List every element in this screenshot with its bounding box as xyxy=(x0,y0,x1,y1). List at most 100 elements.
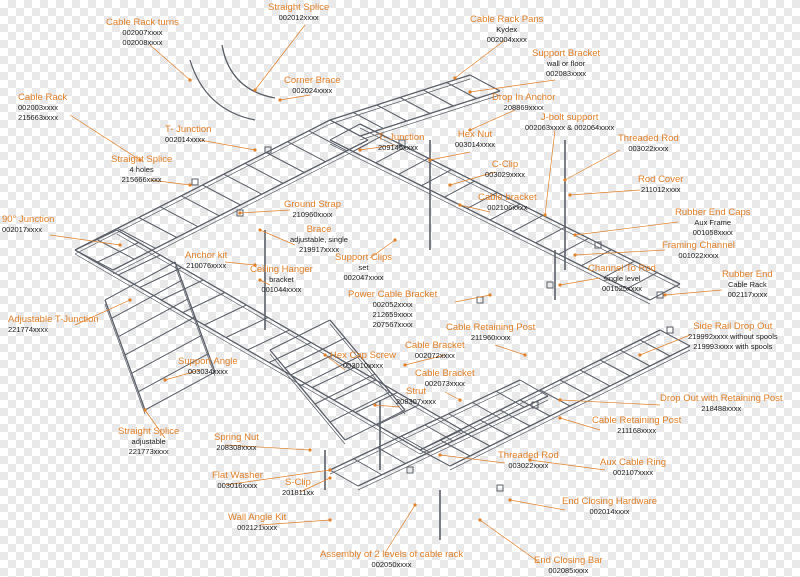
leader-line xyxy=(224,261,256,266)
leader-line xyxy=(324,354,346,371)
rack-lower-right-rung xyxy=(619,349,651,367)
leader-dot xyxy=(563,178,567,182)
leader-line xyxy=(149,44,191,81)
rack-drop-left-rail-b-edge xyxy=(174,265,216,377)
rack-right-run-rung xyxy=(329,123,361,141)
rack-upper-left-rung xyxy=(223,173,262,195)
leader-line xyxy=(559,277,601,286)
rack-drop-left-rung xyxy=(131,334,202,374)
rack-lower-left-rung xyxy=(139,267,182,288)
rack-lower-left-rung xyxy=(74,229,118,251)
rack-lower-right-rung xyxy=(479,419,511,437)
rack-drop-center-rail-a xyxy=(269,349,346,441)
leader-line xyxy=(454,39,506,79)
rack-right-run-rung xyxy=(604,260,635,278)
rack-second-level-rung xyxy=(424,424,454,442)
rack-second-level-rail-a-edge xyxy=(329,383,521,475)
rack-drop-left-rung xyxy=(144,371,216,411)
rack-upper-left-rung xyxy=(117,227,156,249)
leader-line xyxy=(224,469,331,486)
leader-line xyxy=(444,391,461,401)
leader-line xyxy=(429,151,471,161)
leader-line xyxy=(164,369,201,381)
leader-dot xyxy=(508,498,512,502)
leader-dot xyxy=(403,363,407,367)
rack-right-run-rung xyxy=(489,203,521,221)
rack-lower-left-rung xyxy=(290,354,333,376)
leader-dot xyxy=(663,293,667,297)
hardware-part xyxy=(264,146,272,154)
rack-right-run-rung xyxy=(444,180,475,198)
rack-upper-top-rung xyxy=(399,97,431,114)
leader-dot xyxy=(488,293,492,297)
rack-turn-inner xyxy=(221,44,276,99)
rack-lower-left-rail-b-edge xyxy=(116,233,463,435)
rack-lower-left-rung xyxy=(355,392,398,413)
rack-upper-left-rung xyxy=(287,141,326,163)
rack-drop-left-rung xyxy=(118,298,189,338)
leader-dot xyxy=(558,283,562,287)
rack-right-run-rung xyxy=(581,249,612,267)
hardware-part xyxy=(191,178,199,186)
rack-lower-left-rung xyxy=(161,279,204,301)
leader-dot xyxy=(328,476,332,480)
leader-line xyxy=(494,344,526,356)
leader-dot xyxy=(138,158,142,162)
rack-upper-top-rung xyxy=(353,112,384,129)
leader-line xyxy=(574,249,666,256)
hardware-part xyxy=(476,296,484,304)
leader-line xyxy=(69,114,141,161)
rack-drop-center-rung xyxy=(329,391,391,423)
rack-drop-center-rail-b xyxy=(329,319,406,411)
rack-upper-left-rung xyxy=(266,152,305,173)
leader-dot xyxy=(413,503,417,507)
rack-upper-left-rail-a-edge xyxy=(74,123,331,255)
rack-right-run-rail-b-edge xyxy=(359,127,681,289)
rack-drop-center-rail-a-edge xyxy=(269,353,346,445)
leader-dot xyxy=(558,398,562,402)
leader-dot xyxy=(163,378,167,382)
leader-line xyxy=(449,171,496,186)
rack-drop-left-rung xyxy=(124,316,196,356)
leader-dot xyxy=(448,183,452,187)
leader-line xyxy=(569,189,641,196)
leader-line xyxy=(49,234,121,246)
rack-lower-right-rung xyxy=(599,359,631,377)
leader-dot xyxy=(558,416,562,420)
leader-line xyxy=(454,294,491,303)
leader-line xyxy=(259,229,296,246)
rack-upper-left-rung xyxy=(244,162,284,184)
hardware-part xyxy=(531,401,539,409)
leader-line xyxy=(544,129,556,216)
rack-lower-left-rung xyxy=(311,367,355,388)
rack-lower-left-rung xyxy=(117,254,161,276)
rack-upper-left-rung xyxy=(138,217,177,238)
leader-dot xyxy=(528,458,532,462)
rack-second-level-rung xyxy=(353,458,382,476)
leader-line xyxy=(74,299,131,326)
rack-upper-left-rung xyxy=(159,206,199,228)
rack-lower-left-rung xyxy=(96,242,139,263)
leader-line xyxy=(144,409,166,439)
rack-lower-right-rung xyxy=(439,439,471,457)
leader-line xyxy=(224,444,311,451)
leader-line xyxy=(149,179,191,186)
leader-dot xyxy=(328,518,332,522)
rack-right-run-rung xyxy=(626,272,658,290)
